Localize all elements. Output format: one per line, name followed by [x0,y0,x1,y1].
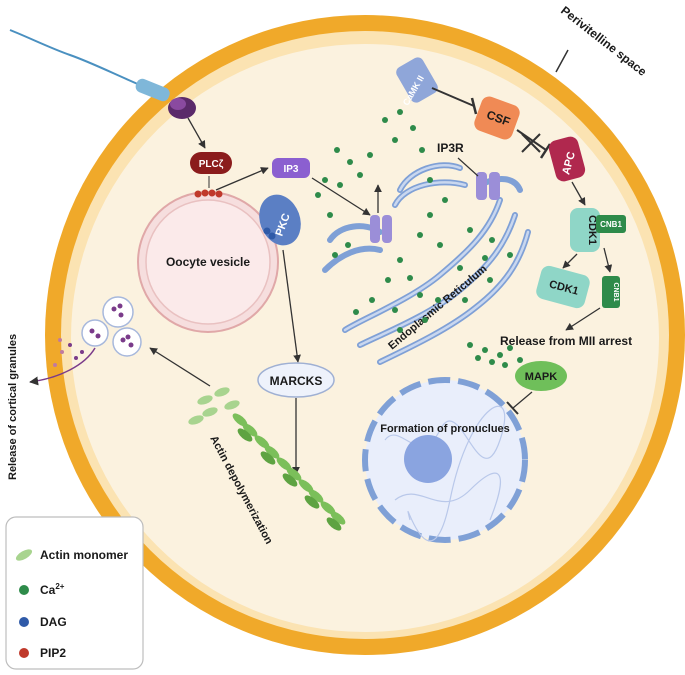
mapk-label: MAPK [525,371,557,383]
legend-dag-icon [19,617,29,627]
legend-dag-label: DAG [40,615,67,629]
cnb1-free [602,276,620,308]
actin-filament [232,413,346,531]
release-mii-label: Release from MII arrest [500,334,632,348]
perivitelline-pointer [555,49,569,73]
legend-calcium-icon [19,585,29,595]
marcks [257,362,335,398]
legend-box [5,516,144,670]
legend-actin-label: Actin monomer [40,548,128,562]
calcium-ions [315,109,523,368]
oocyte-label: Oocyte vesicle [166,255,250,269]
ip3 [272,158,310,178]
cortical-label: Release of cortical granules [7,334,19,480]
cnb1-complex [596,215,626,233]
perivitelline-label: Perivitelline space [558,3,649,79]
ip3r-channel-2 [476,172,500,200]
legend-actin-icon [15,549,33,561]
ip3r-channel-1 [370,215,392,243]
cnb1-label-a: CNB1 [600,220,622,229]
ip3r-label: IP3R [437,141,464,155]
cdk1-complex [570,208,600,252]
plc-label: PLCζ [199,159,224,170]
pronucleus-label: Formation of pronuclues [380,423,510,435]
apc-label: APC [560,150,578,176]
cdk1-free [536,265,590,309]
legend: Actin monomer Ca2+ DAG PIP2 [5,516,144,670]
sperm [9,29,196,119]
actin-monomers-scattered [188,387,240,425]
cortical-granules [53,296,142,367]
csf [474,96,520,140]
exocytosis-arrow [29,347,96,386]
mapk [515,361,567,391]
legend-pip2-icon [19,648,29,658]
legend-calcium-label: Ca2+ [40,582,65,597]
plc-zeta [190,152,232,174]
camk-ii [396,57,438,103]
apc [548,136,586,182]
pronucleus [362,377,528,543]
ip3-label: IP3 [283,164,298,175]
cdk1-label-a: CDK1 [586,215,598,245]
pip2-dots [194,189,223,198]
legend-pip2-label: PIP2 [40,646,66,660]
marcks-label: MARCKS [270,374,323,388]
cnb1-label-b: CNB1 [612,282,619,301]
